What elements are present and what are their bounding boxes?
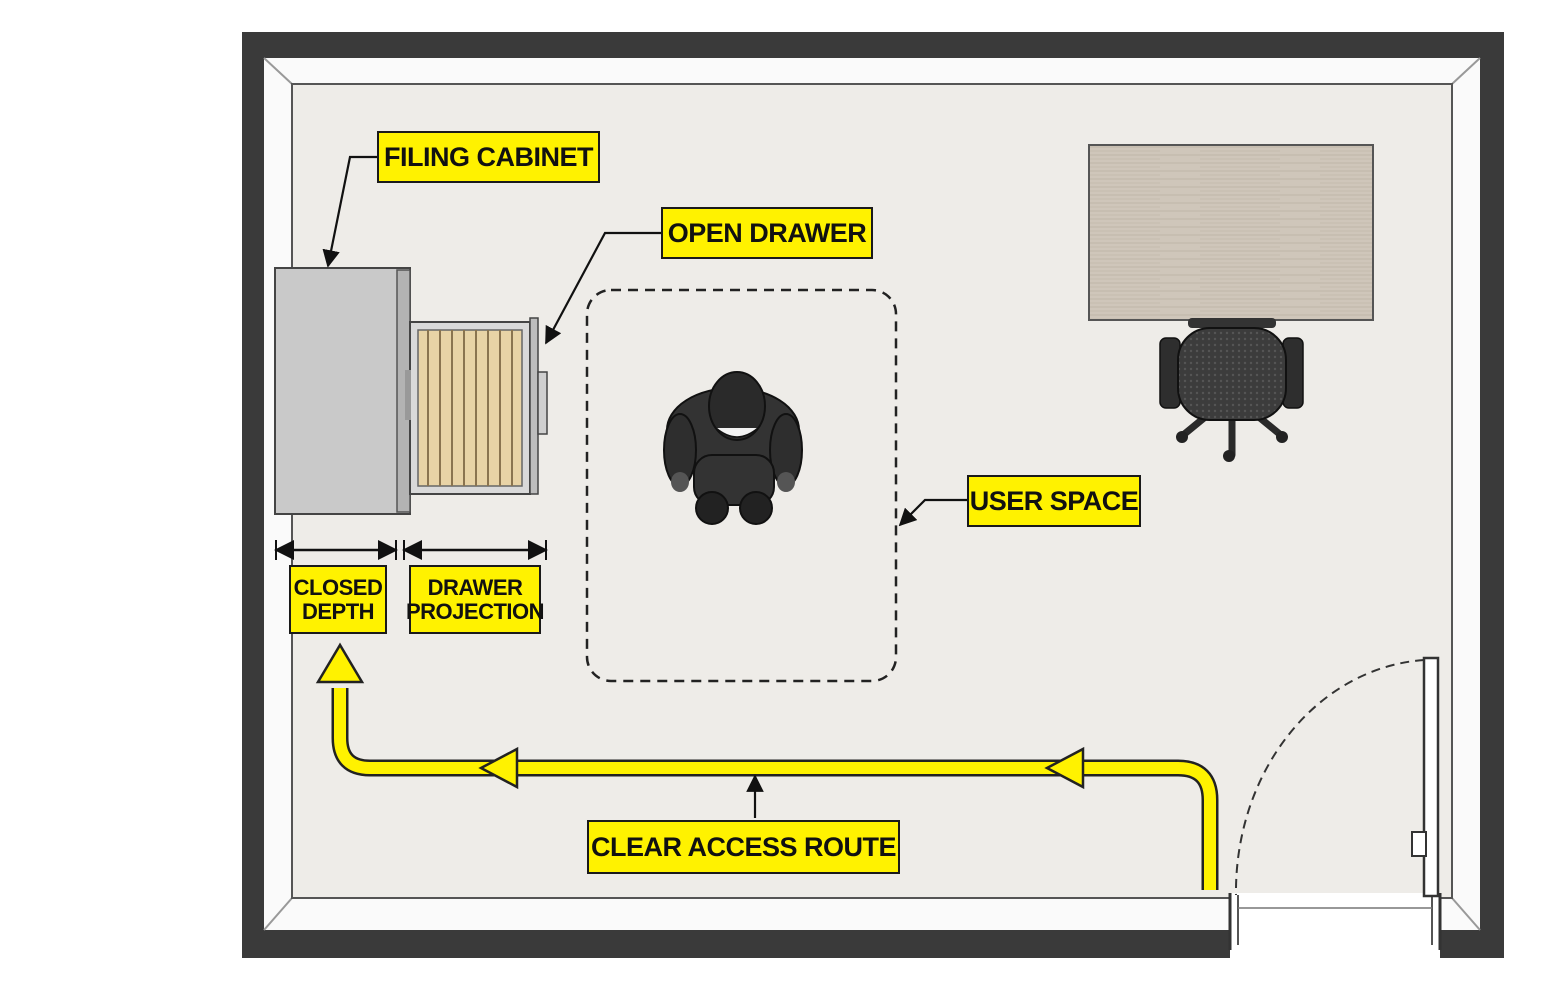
closed-depth-text-line2: DEPTH xyxy=(301,598,375,624)
clear-access-route-text: CLEAR ACCESS ROUTE xyxy=(590,831,897,862)
closed-depth-label: CLOSED DEPTH xyxy=(289,565,387,634)
drawer-projection-text-line2: PROJECTION xyxy=(405,598,545,624)
open-drawer xyxy=(405,317,548,495)
filing-cabinet-label: FILING CABINET xyxy=(377,131,600,183)
filing-cabinet xyxy=(274,267,411,515)
open-drawer-label: OPEN DRAWER xyxy=(661,207,873,259)
leader-lines xyxy=(322,155,968,818)
drawer-projection-dimension xyxy=(402,540,548,560)
user-space-zone xyxy=(585,288,898,683)
closed-depth-dimension xyxy=(274,540,398,560)
door xyxy=(1228,656,1442,963)
person-icon xyxy=(663,371,803,525)
filing-cabinet-text: FILING CABINET xyxy=(384,141,594,172)
office-chair-icon xyxy=(1159,318,1304,462)
closed-depth-text-line1: CLOSED xyxy=(293,575,383,601)
user-space-label: USER SPACE xyxy=(967,475,1141,527)
clear-access-route-path xyxy=(315,642,1219,890)
open-drawer-text: OPEN DRAWER xyxy=(667,217,867,248)
drawer-projection-label: DRAWER PROJECTION xyxy=(405,565,545,634)
desk xyxy=(1088,144,1374,321)
clear-access-route-label: CLEAR ACCESS ROUTE xyxy=(587,820,900,874)
user-space-text: USER SPACE xyxy=(969,485,1139,516)
drawer-projection-text-line1: DRAWER xyxy=(427,575,523,601)
